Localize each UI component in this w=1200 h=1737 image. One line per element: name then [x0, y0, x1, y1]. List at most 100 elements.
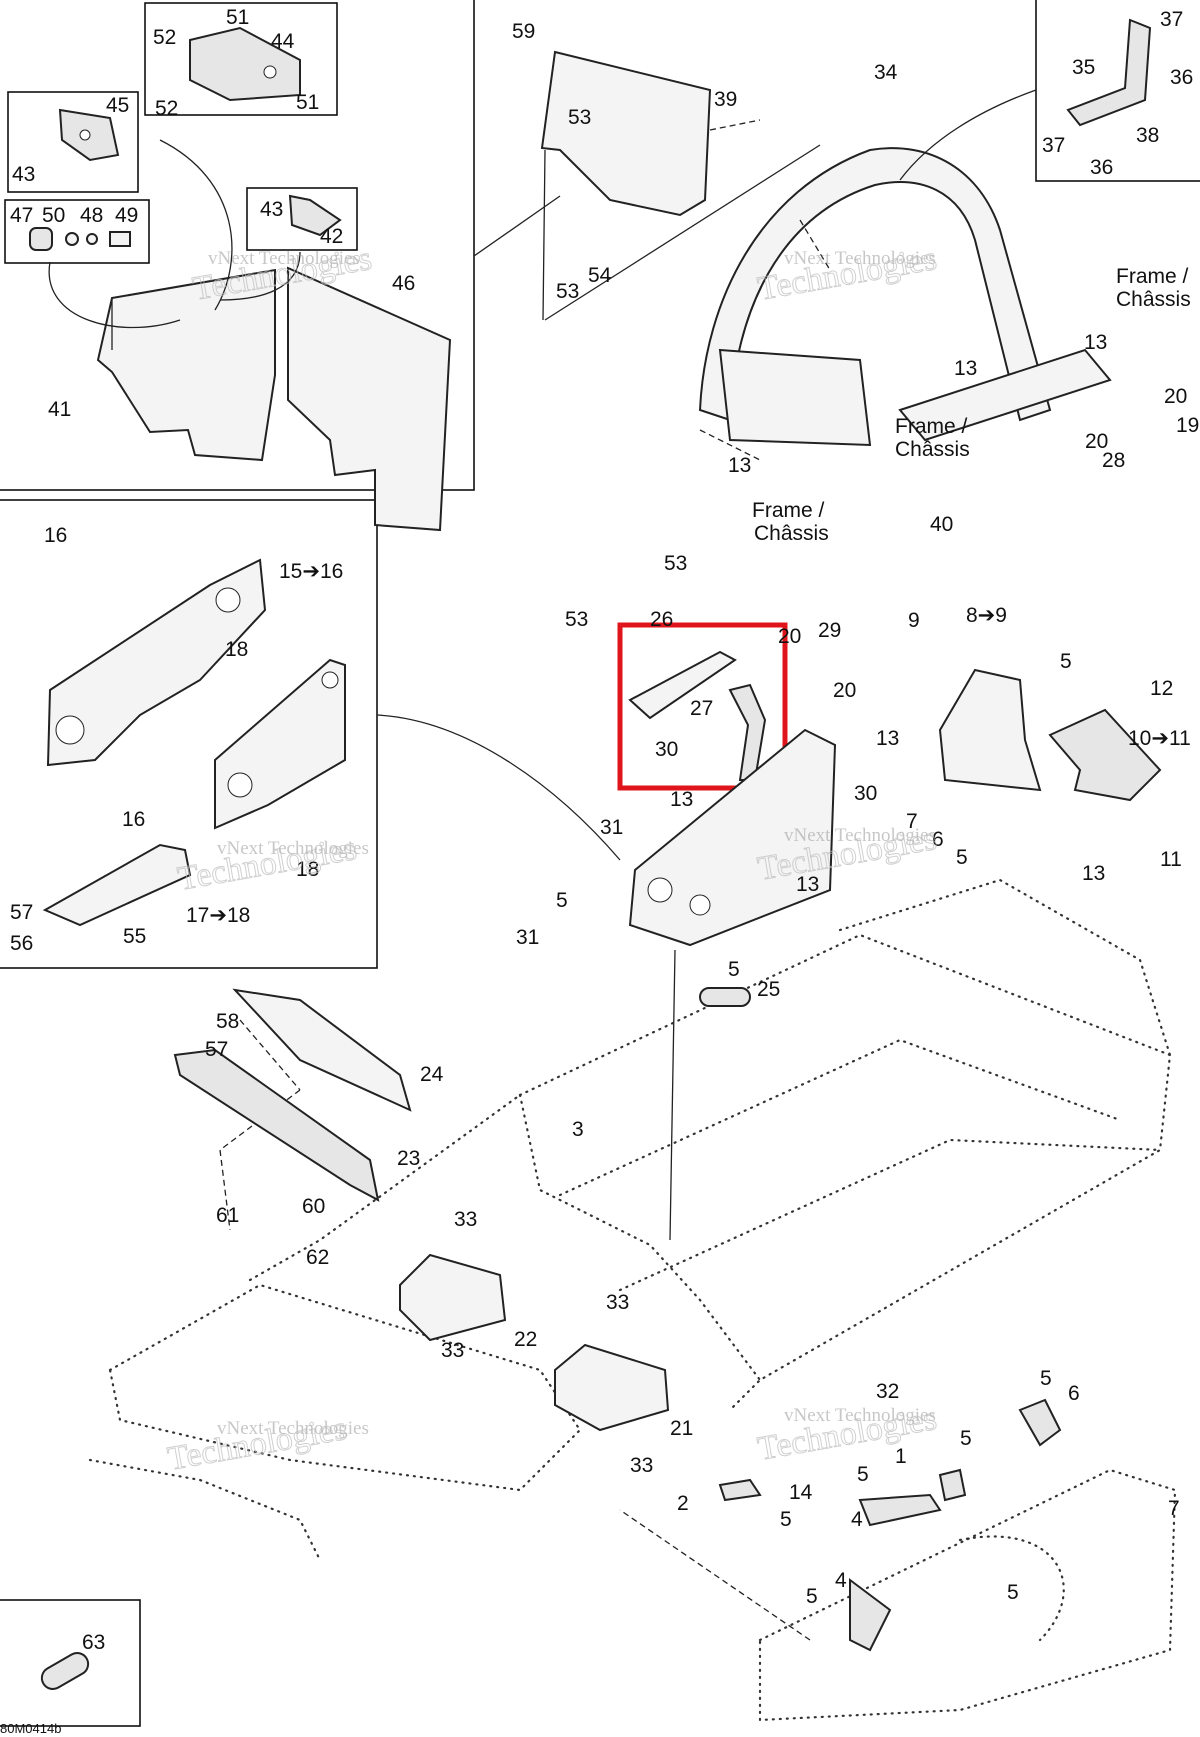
leader-upper-center-2: [544, 144, 821, 321]
inset-box-bracket-42: [246, 187, 358, 251]
label-40: 40: [930, 513, 953, 536]
label-10-11: 10➔11: [1128, 727, 1191, 750]
watermark-text: vNext Technologies: [217, 838, 369, 859]
bracket-27: [728, 683, 767, 781]
label-57: 57: [10, 901, 33, 924]
label-30: 30: [854, 782, 877, 805]
label-44: 44: [271, 30, 295, 53]
panel-24: [232, 988, 412, 1112]
inset-box-steering-support: [1035, 0, 1200, 182]
label-51: 51: [296, 91, 319, 114]
label-6: 6: [1068, 1382, 1080, 1405]
watermark-text: vNext Technologies: [784, 825, 936, 846]
bracket-45: [58, 108, 120, 162]
label-5: 5: [960, 1427, 972, 1450]
frame-label-en: Frame /: [1116, 265, 1189, 288]
label-25: 25: [757, 978, 780, 1001]
label-39: 39: [714, 88, 737, 111]
frame-label-fr-2: Châssis: [895, 438, 970, 461]
label-33: 33: [454, 1208, 477, 1231]
inset-box-63: [0, 1599, 141, 1727]
leader-steering: [899, 89, 1037, 181]
linkage-parts: [718, 1398, 1062, 1652]
label-4: 4: [835, 1569, 847, 1592]
bracket-8: [938, 668, 1042, 792]
label-24: 24: [420, 1063, 444, 1086]
label-60: 60: [302, 1195, 325, 1218]
inset-box-top-left: [0, 0, 475, 491]
label-18: 18: [225, 638, 248, 661]
side-panel-15: [46, 558, 267, 767]
label-19: 19: [1176, 414, 1199, 437]
label-5: 5: [780, 1508, 792, 1531]
label-5: 5: [1007, 1581, 1019, 1604]
label-36: 36: [1170, 66, 1193, 89]
panel-21: [554, 1343, 670, 1432]
label-5: 5: [806, 1585, 818, 1608]
label-35: 35: [1072, 56, 1095, 79]
label-5: 5: [1060, 650, 1072, 673]
arrow-curve-tl-3: [219, 251, 301, 301]
label-45: 45: [106, 94, 129, 117]
side-panel-17: [214, 658, 346, 830]
console-part: [628, 728, 837, 947]
label-16: 16: [122, 808, 145, 831]
label-32: 32: [876, 1380, 899, 1403]
label-23: 23: [397, 1147, 420, 1170]
label-12: 12: [1150, 677, 1173, 700]
label-29: 29: [818, 619, 841, 642]
inset-box-side-panels: [0, 499, 378, 969]
inset-box-bracket-45: [7, 91, 139, 193]
bracket-44: [189, 26, 301, 102]
label-33: 33: [606, 1291, 629, 1314]
label-15-16: 15➔16: [279, 560, 343, 583]
label-37: 37: [1042, 134, 1065, 157]
label-13: 13: [670, 788, 693, 811]
label-59: 59: [512, 20, 535, 43]
label-14: 14: [789, 1481, 813, 1504]
label-11: 11: [1160, 848, 1182, 871]
leader-tl-inset: [473, 195, 561, 257]
label-1: 1: [895, 1445, 907, 1468]
label-53: 53: [556, 280, 579, 303]
inset-box-brackets-51: [144, 2, 338, 116]
watermark-text: vNext Technologies: [784, 1405, 936, 1426]
label-20: 20: [1085, 430, 1108, 453]
label-47: 47: [10, 204, 33, 227]
frame-label-fr-3: Châssis: [754, 522, 829, 545]
watermark-text: vNext Technologies: [784, 248, 936, 269]
frame-label-fr: Châssis: [1116, 288, 1191, 311]
tube-25: [699, 987, 751, 1007]
label-55: 55: [123, 925, 146, 948]
part-labels: 51 52 44 52 51 45 43 47 50 48 49 43 42 4…: [10, 6, 1199, 1654]
label-7: 7: [906, 810, 918, 833]
label-37: 37: [1160, 8, 1183, 31]
label-43: 43: [12, 163, 35, 186]
label-31: 31: [516, 926, 539, 949]
panel-41: [96, 268, 276, 462]
support-35: [1066, 18, 1152, 127]
label-43: 43: [260, 198, 283, 221]
label-9: 9: [908, 609, 920, 632]
label-48: 48: [80, 204, 103, 227]
label-20: 20: [778, 625, 801, 648]
label-5: 5: [556, 889, 568, 912]
label-20: 20: [1164, 385, 1187, 408]
label-57: 57: [205, 1038, 228, 1061]
label-58: 58: [216, 1010, 239, 1033]
label-3: 3: [572, 1118, 584, 1141]
label-42: 42: [320, 225, 343, 248]
leader-console-down: [669, 949, 676, 1241]
label-20: 20: [833, 679, 856, 702]
label-56: 56: [10, 932, 33, 955]
label-13: 13: [728, 454, 751, 477]
label-13: 13: [1082, 862, 1105, 885]
highlight-box: [617, 622, 788, 791]
label-13: 13: [1084, 331, 1107, 354]
label-5: 5: [956, 846, 968, 869]
label-6: 6: [932, 828, 944, 851]
hardware-47-50: [29, 227, 131, 251]
bracket-26: [628, 650, 737, 720]
label-2: 2: [677, 1492, 689, 1515]
